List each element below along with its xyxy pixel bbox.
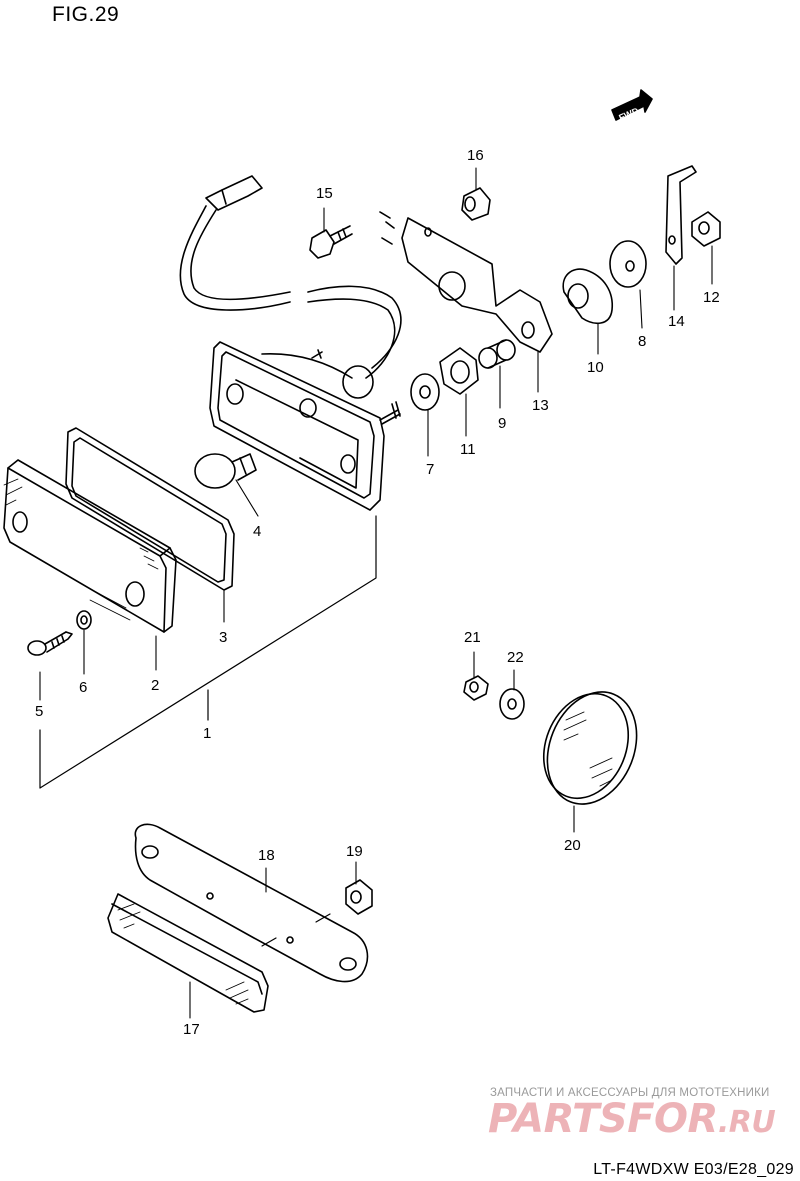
callout-22: 22 xyxy=(507,649,524,666)
callout-8: 8 xyxy=(638,333,646,350)
fwd-arrow-icon: FWD xyxy=(611,89,653,123)
callout-4: 4 xyxy=(253,523,261,540)
diagram-code: LT-F4WDXW E03/E28_029 xyxy=(593,1161,794,1178)
callout-17: 17 xyxy=(183,1021,200,1038)
callout-18: 18 xyxy=(258,847,275,864)
part-15-bolt xyxy=(309,225,353,259)
callout-5: 5 xyxy=(35,703,43,720)
callout-9: 9 xyxy=(498,415,506,432)
callout-21: 21 xyxy=(464,629,481,646)
part-17-rect-reflector xyxy=(107,893,269,1013)
part-2-lens xyxy=(3,459,177,633)
part-22-washer xyxy=(499,688,525,720)
part-6-washer xyxy=(76,610,92,630)
watermark-tagline: ЗАПЧАСТИ И АКСЕССУАРЫ ДЛЯ МОТОТЕХНИКИ xyxy=(490,1087,770,1099)
callout-7: 7 xyxy=(426,461,434,478)
callout-12: 12 xyxy=(703,289,720,306)
part-13-bracket xyxy=(379,211,553,353)
callout-19: 19 xyxy=(346,843,363,860)
part-4-bulb xyxy=(194,453,257,489)
callout-6: 6 xyxy=(79,679,87,696)
part-19-nut xyxy=(345,879,373,915)
callout-14: 14 xyxy=(668,313,685,330)
watermark-logo: PARTSFOR.RU xyxy=(488,1096,776,1142)
part-11-nut xyxy=(439,347,479,395)
callout-3: 3 xyxy=(219,629,227,646)
callout-20: 20 xyxy=(564,837,581,854)
figure-title: FIG.29 xyxy=(52,3,120,26)
callout-16: 16 xyxy=(467,147,484,164)
callout-labels: 1 2 3 4 5 6 7 8 9 10 11 12 13 14 15 16 1… xyxy=(35,147,720,1038)
part-16-nut xyxy=(461,187,491,221)
part-7-washer xyxy=(410,373,440,411)
part-14-stay xyxy=(665,165,697,265)
part-10-grommet xyxy=(562,268,613,325)
callout-11: 11 xyxy=(460,441,476,458)
part-20-round-reflector xyxy=(542,691,638,805)
part-5-screw xyxy=(27,631,73,656)
callout-13: 13 xyxy=(532,397,549,414)
callout-2: 2 xyxy=(151,677,159,694)
callout-15: 15 xyxy=(316,185,333,202)
part-18-bracket xyxy=(134,823,369,983)
part-21-nut xyxy=(463,675,489,701)
part-1-housing xyxy=(179,175,402,511)
part-12-nut xyxy=(691,211,721,247)
callout-10: 10 xyxy=(587,359,604,376)
callout-1: 1 xyxy=(203,725,211,742)
watermark-brand: PARTSFOR xyxy=(488,1096,718,1142)
part-8-washer xyxy=(609,240,647,288)
watermark-brand-suffix: .RU xyxy=(717,1105,776,1140)
part-9-spacer xyxy=(478,339,516,369)
